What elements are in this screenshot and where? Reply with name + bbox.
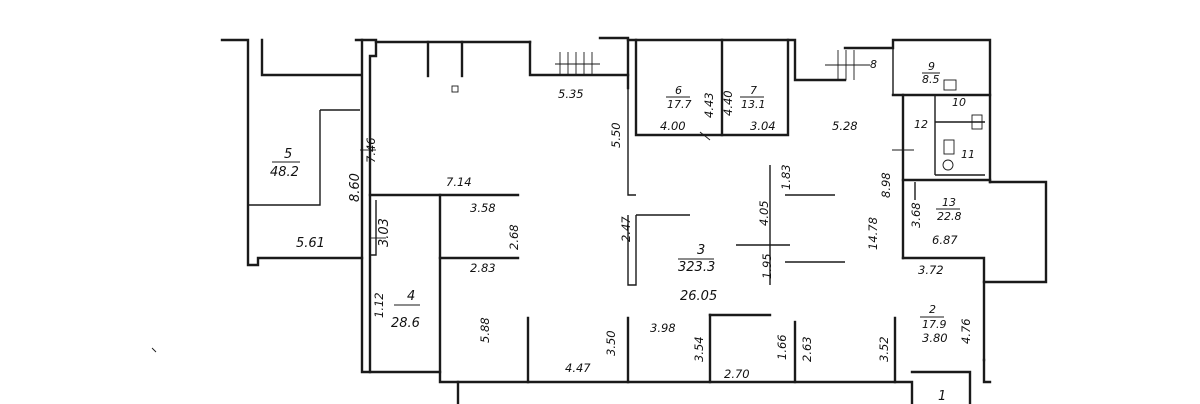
dimension-labels: 5.35 7.14 3.58 2.83 5.61 4.00 3.04 5.28 … [296,87,958,381]
room-12-label: 12 [914,118,928,131]
dimension-labels-vertical: 7.46 8.60 3.03 2.68 1.12 5.88 5.50 4.43 … [348,90,973,362]
room-number: 11 [961,148,975,161]
dim-label: 5.50 [609,122,623,148]
room-8-label: 8 [870,58,877,71]
dim-label: 3.52 [877,336,891,362]
dim-label: 3.03 [377,218,392,247]
room-9-label: 9 8.5 [922,60,940,86]
room-number: 12 [914,118,928,131]
dim-label: 7.14 [446,175,472,189]
room-number: 7 [750,84,757,97]
room-number: 4 [407,289,415,304]
room-number: 13 [942,196,956,209]
dim-label: 3.72 [918,263,944,277]
room-11-label: 11 [961,148,975,161]
room-area: 28.6 [391,316,420,331]
room-area: 17.7 [667,98,692,111]
dim-label: 5.88 [478,317,492,343]
fixture-toilet [942,114,983,171]
dim-label: 3.80 [922,331,948,345]
dim-label: 3.04 [750,119,776,133]
room-number: 2 [929,303,936,316]
room-3-label: 3 323.3 [678,243,715,275]
dim-label: 1.66 [775,334,789,360]
room-number: 10 [952,96,966,109]
dim-label: 4.76 [959,318,973,344]
room-6-label: 6 17.7 [666,84,692,111]
room-area: 323.3 [678,260,715,275]
dim-label: 5.35 [558,87,584,101]
dim-label: 2.70 [724,367,750,381]
interior-walls [248,38,992,384]
dim-label: 1.12 [372,292,386,318]
dim-label: 8.98 [879,172,893,198]
outer-walls [220,36,1048,404]
dim-label: 1.83 [779,164,793,190]
dim-label: 14.78 [866,217,880,250]
dim-label: 26.05 [680,289,717,304]
dim-label: 5.61 [296,236,325,251]
dim-label: 4.43 [702,92,716,118]
room-13-label: 13 22.8 [936,196,962,223]
room-number: 6 [675,84,682,97]
room-area: 8.5 [922,73,940,86]
fixture-sink [943,79,957,91]
dim-label: 6.87 [932,233,958,247]
room-area: 22.8 [937,210,962,223]
room-2-label: 2 17.9 [920,303,947,331]
dim-label: 3.54 [692,336,706,362]
dim-label: 8.60 [348,173,363,202]
dim-label: 5.28 [832,119,858,133]
dim-label: 2.83 [470,261,496,275]
room-area: 17.9 [922,318,947,331]
dim-label: 3.50 [604,330,618,356]
dim-label: 2.68 [507,224,521,250]
room-number: 3 [697,243,705,258]
stair-detail [555,50,870,80]
dim-label: 1.95 [760,253,774,279]
room-number: 1 [938,389,946,404]
dim-label: 2.47 [619,216,633,242]
dim-label: 4.00 [660,119,686,133]
dim-label: 3.98 [650,321,676,335]
room-10-label: 10 [952,96,966,109]
dim-label: 4.47 [565,361,591,375]
room-number: 9 [928,60,935,73]
room-5-label: 5 48.2 [270,147,300,180]
dim-label: 3.68 [909,202,923,228]
dimension-ticks [151,131,914,353]
room-area: 13.1 [741,98,766,111]
dim-label: 3.58 [470,201,496,215]
dim-label: 4.40 [721,90,735,116]
room-1-label: 1 [938,389,946,404]
column-marks [451,85,459,93]
room-4-label: 4 28.6 [391,289,420,331]
dim-label: 4.05 [757,200,771,226]
room-7-label: 7 13.1 [740,84,766,111]
room-number: 5 [284,147,292,162]
room-number: 8 [870,58,877,71]
dim-label: 2.63 [800,336,814,362]
room-area: 48.2 [270,165,299,180]
